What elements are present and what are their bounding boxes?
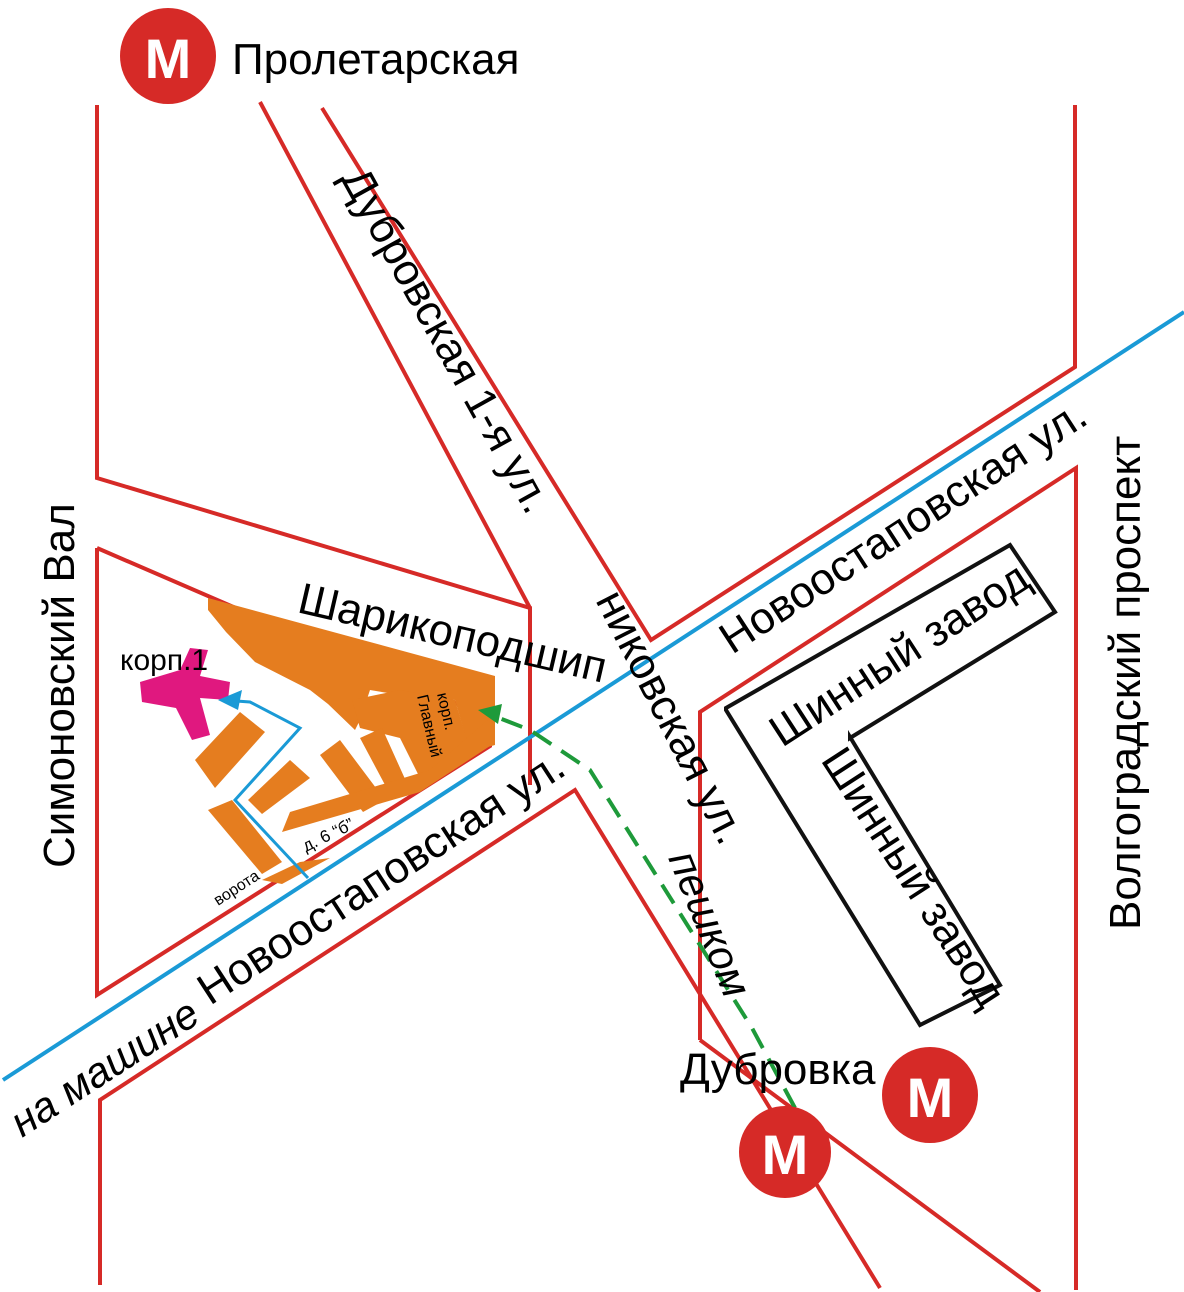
road-edge-dubrovskaya-left — [258, 101, 532, 609]
street-label-dubrovskaya: Дубровская 1-я ул. — [331, 159, 562, 521]
shinny-zavod-outline — [724, 542, 1058, 1028]
target-cross-shape — [140, 648, 230, 740]
metro-station-second: M — [882, 1047, 978, 1143]
walk-route-arrowhead — [478, 704, 502, 724]
label-on-foot: пешком — [660, 844, 761, 1004]
road-outline-dubrovskaya-right — [320, 105, 1077, 643]
building-block-a — [195, 712, 265, 788]
street-label-volgogradsky: Волгоградский проспект — [1101, 436, 1150, 930]
road-outline-bottom-right — [698, 464, 1078, 1290]
metro-station-dubrovka: M Дубровка — [680, 1045, 876, 1198]
target-building-korp1 — [140, 648, 230, 740]
metro-station-name: Пролетарская — [232, 35, 519, 84]
building-block-b — [248, 760, 310, 814]
building-complex — [195, 598, 495, 884]
car-route-main-line — [1, 310, 1184, 1082]
metro-station-proletarskaya: M Пролетарская — [120, 8, 519, 104]
building-block-c — [208, 800, 282, 874]
car-route-arrowhead — [218, 690, 242, 710]
road-outline-top-left-block — [95, 105, 532, 785]
road-network — [95, 101, 1078, 1292]
metro-station-name: Дубровка — [680, 1045, 876, 1094]
building-main-wing — [352, 690, 470, 778]
road-outline-right-inner — [698, 1038, 1042, 1292]
building-main-top — [208, 598, 495, 752]
metro-m-glyph: M — [145, 27, 192, 90]
street-label-simonovsky-val: Симоновский Вал — [35, 503, 84, 868]
car-route-inner-path — [221, 698, 310, 880]
metro-m-glyph: M — [907, 1066, 954, 1129]
label-gate: ворота — [211, 867, 263, 909]
metro-m-glyph: M — [762, 1123, 809, 1186]
metro-icon — [739, 1106, 831, 1198]
metro-icon — [120, 8, 216, 104]
walk-route-path — [493, 714, 797, 1109]
building-gate-strip — [262, 858, 330, 884]
road-outline-bottom-left — [98, 787, 882, 1290]
metro-icon — [882, 1047, 978, 1143]
building-house-6b — [282, 718, 490, 832]
label-shinny-zavod-b: Шинный завод — [812, 739, 1016, 1016]
label-korp1: корп.1 — [120, 644, 208, 677]
